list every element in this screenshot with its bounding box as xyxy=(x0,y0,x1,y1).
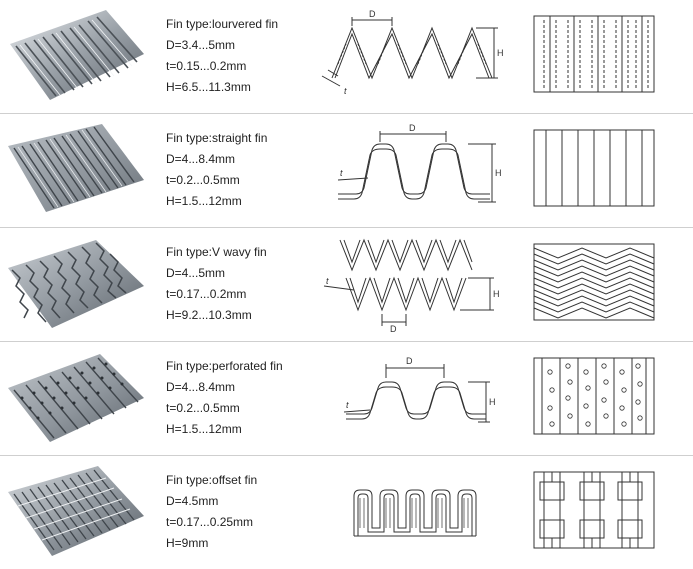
thickness-dimension-label: t xyxy=(326,276,329,286)
louvered-fin-profile-diagram: D H t xyxy=(321,9,504,96)
v-wavy-fin-pattern-diagram xyxy=(533,243,655,321)
fin-pitch-value: D=4...8.4mm xyxy=(166,152,236,166)
straight-fin-profile-diagram: D H t xyxy=(337,123,502,203)
fin-pitch-value: D=4.5mm xyxy=(166,494,219,508)
fin-spec-louvered: Fin type:lourvered fin D=3.4...5mm t=0.1… xyxy=(166,14,326,98)
perforated-fin-photo xyxy=(8,354,144,442)
fin-height-value: H=1.5...12mm xyxy=(166,194,242,208)
v-wavy-fin-photo xyxy=(8,240,144,328)
fin-pitch-value: D=4...8.4mm xyxy=(166,380,236,394)
fin-pitch-value: D=3.4...5mm xyxy=(166,38,236,52)
fin-row-offset: Fin type:offset fin D=4.5mm t=0.17...0.2… xyxy=(0,456,693,569)
fin-type-label: Fin type:lourvered fin xyxy=(166,17,279,31)
fin-height-value: H=1.5...12mm xyxy=(166,422,242,436)
pitch-dimension-label: D xyxy=(406,356,413,366)
fin-spec-straight: Fin type:straight fin D=4...8.4mm t=0.2.… xyxy=(166,128,326,212)
perforated-fin-profile-diagram: D H t xyxy=(343,356,496,423)
offset-fin-pattern-diagram xyxy=(533,471,655,549)
fin-height-value: H=6.5...11.3mm xyxy=(166,80,251,94)
fin-thickness-value: t=0.15...0.2mm xyxy=(166,59,247,73)
fin-spec-offset: Fin type:offset fin D=4.5mm t=0.17...0.2… xyxy=(166,470,326,554)
fin-type-label: Fin type:V wavy fin xyxy=(166,245,267,259)
fin-thickness-value: t=0.17...0.25mm xyxy=(166,515,254,529)
height-dimension-label: H xyxy=(493,289,500,299)
pitch-dimension-label: D xyxy=(409,123,416,133)
fin-type-label: Fin type:offset fin xyxy=(166,473,258,487)
offset-fin-profile-diagram xyxy=(353,489,477,537)
louvered-fin-photo xyxy=(10,10,144,100)
height-dimension-label: H xyxy=(497,48,504,58)
height-dimension-label: H xyxy=(495,168,502,178)
offset-fin-photo xyxy=(8,466,144,556)
fin-spec-perforated: Fin type:perforated fin D=4...8.4mm t=0.… xyxy=(166,356,326,440)
fin-thickness-value: t=0.2...0.5mm xyxy=(166,401,240,415)
fin-row-straight: Fin type:straight fin D=4...8.4mm t=0.2.… xyxy=(0,114,693,227)
row-divider xyxy=(0,113,693,114)
thickness-dimension-label: t xyxy=(346,400,349,410)
straight-fin-photo xyxy=(8,124,144,212)
thickness-dimension-label: t xyxy=(344,86,347,96)
fin-pitch-value: D=4...5mm xyxy=(166,266,226,280)
fin-row-louvered: Fin type:lourvered fin D=3.4...5mm t=0.1… xyxy=(0,0,693,113)
row-divider xyxy=(0,455,693,456)
fin-height-value: H=9mm xyxy=(166,536,209,550)
row-divider xyxy=(0,227,693,228)
perforated-fin-pattern-diagram xyxy=(533,357,655,435)
fin-thickness-value: t=0.17...0.2mm xyxy=(166,287,247,301)
fin-row-perforated: Fin type:perforated fin D=4...8.4mm t=0.… xyxy=(0,342,693,455)
pitch-dimension-label: D xyxy=(390,324,397,334)
fin-type-label: Fin type:straight fin xyxy=(166,131,268,145)
fin-type-label: Fin type:perforated fin xyxy=(166,359,283,373)
fin-spec-v-wavy: Fin type:V wavy fin D=4...5mm t=0.17...0… xyxy=(166,242,326,326)
fin-row-v-wavy: Fin type:V wavy fin D=4...5mm t=0.17...0… xyxy=(0,228,693,341)
height-dimension-label: H xyxy=(489,397,496,407)
louvered-fin-pattern-diagram xyxy=(533,15,655,93)
row-divider xyxy=(0,341,693,342)
pitch-dimension-label: D xyxy=(369,9,376,19)
v-wavy-fin-profile-diagram: D H t xyxy=(323,238,500,334)
fin-height-value: H=9.2...10.3mm xyxy=(166,308,252,322)
fin-thickness-value: t=0.2...0.5mm xyxy=(166,173,240,187)
thickness-dimension-label: t xyxy=(340,168,343,178)
straight-fin-pattern-diagram xyxy=(533,129,655,207)
